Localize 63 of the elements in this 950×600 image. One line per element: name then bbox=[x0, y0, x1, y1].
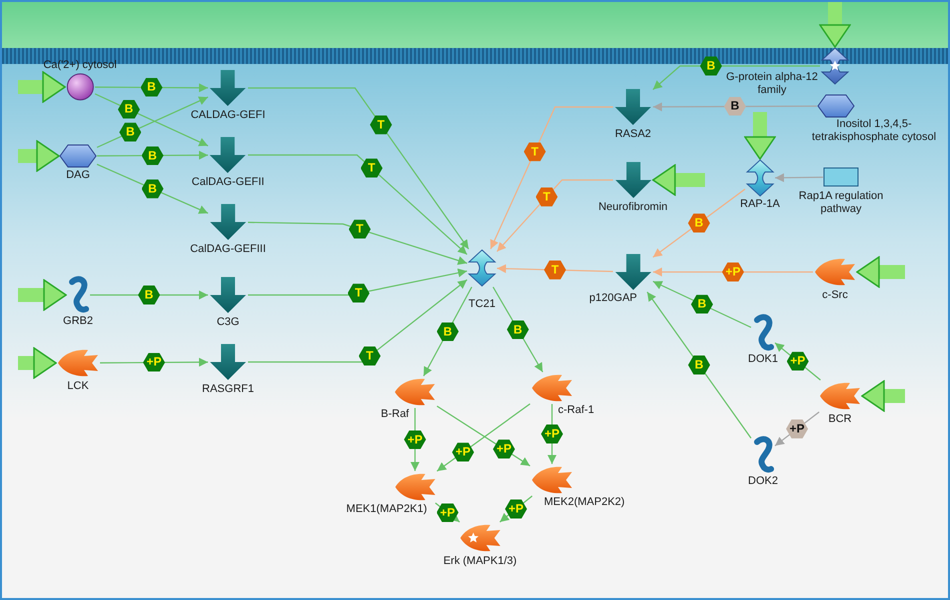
input-arrow bbox=[18, 347, 57, 379]
input-arrow bbox=[18, 140, 60, 172]
arrow bbox=[96, 164, 208, 214]
input-arrow bbox=[819, 2, 851, 48]
input-arrow bbox=[856, 256, 905, 288]
node-label: BCR bbox=[828, 413, 852, 426]
node-label: B-Raf bbox=[380, 408, 409, 422]
pathway-node bbox=[346, 471, 437, 516]
node-label: p120GAP bbox=[589, 292, 637, 306]
node-label: RASGRF1 bbox=[202, 383, 254, 396]
arrow bbox=[248, 154, 468, 255]
arrow bbox=[646, 292, 752, 438]
arrow bbox=[496, 179, 613, 252]
pathway-node bbox=[726, 47, 850, 98]
node-label: c-Src bbox=[822, 289, 848, 302]
arrow bbox=[492, 286, 544, 372]
node-label: DOK2 bbox=[748, 475, 778, 488]
node-label: LCK bbox=[67, 380, 89, 394]
node-label: MEK2(MAP2K2) bbox=[544, 496, 625, 510]
node-label: CalDAG-GEFII bbox=[192, 176, 264, 190]
node-label: CALDAG-GEFI bbox=[190, 109, 266, 122]
input-arrow bbox=[744, 112, 776, 160]
arrow bbox=[775, 173, 823, 182]
input-arrow bbox=[652, 164, 705, 196]
pathway-node bbox=[530, 464, 625, 510]
pathway-node bbox=[43, 58, 117, 102]
arrow bbox=[248, 222, 468, 265]
arrow bbox=[653, 268, 813, 276]
node-label: DAG bbox=[66, 169, 90, 182]
input-arrow bbox=[18, 71, 66, 103]
arrow bbox=[248, 87, 470, 250]
arrow bbox=[652, 65, 820, 90]
arrow bbox=[652, 188, 746, 258]
node-label: Rap1A regulation pathway bbox=[798, 190, 884, 216]
pathway-node bbox=[589, 252, 653, 306]
arrow bbox=[97, 150, 208, 160]
node-label: C3G bbox=[216, 316, 240, 330]
arrow bbox=[490, 106, 613, 250]
input-arrow bbox=[18, 279, 67, 311]
node-label: MEK1(MAP2K1) bbox=[346, 503, 427, 516]
node-label: Erk (MAPK1/3) bbox=[443, 555, 517, 568]
node-label: TC21 bbox=[468, 298, 496, 312]
arrow bbox=[95, 83, 208, 92]
arrow bbox=[423, 286, 472, 376]
arrow bbox=[652, 280, 752, 328]
pathway-node bbox=[443, 522, 517, 568]
node-label: Inositol 1,3,4,5-tetrakisphosphate cytosol bbox=[810, 118, 938, 144]
node-label: Neurofibromin bbox=[598, 201, 668, 214]
node-label: RASA2 bbox=[614, 128, 652, 142]
node-label: DOK1 bbox=[748, 353, 778, 366]
input-arrow bbox=[861, 380, 905, 412]
arrow bbox=[100, 358, 208, 367]
arrow bbox=[90, 290, 208, 300]
arrow bbox=[496, 264, 614, 274]
node-label: GRB2 bbox=[63, 315, 93, 328]
node-label: Ca('2+) cytosol bbox=[43, 58, 117, 72]
node-label: G-protein alpha-12 family bbox=[726, 71, 818, 98]
arrow bbox=[248, 279, 468, 363]
arrow bbox=[653, 102, 817, 112]
node-label: CalDAG-GEFIII bbox=[190, 243, 266, 256]
node-label: RAP-1A bbox=[740, 198, 780, 212]
arrow bbox=[248, 268, 468, 296]
node-label: c-Raf-1 bbox=[558, 404, 594, 418]
